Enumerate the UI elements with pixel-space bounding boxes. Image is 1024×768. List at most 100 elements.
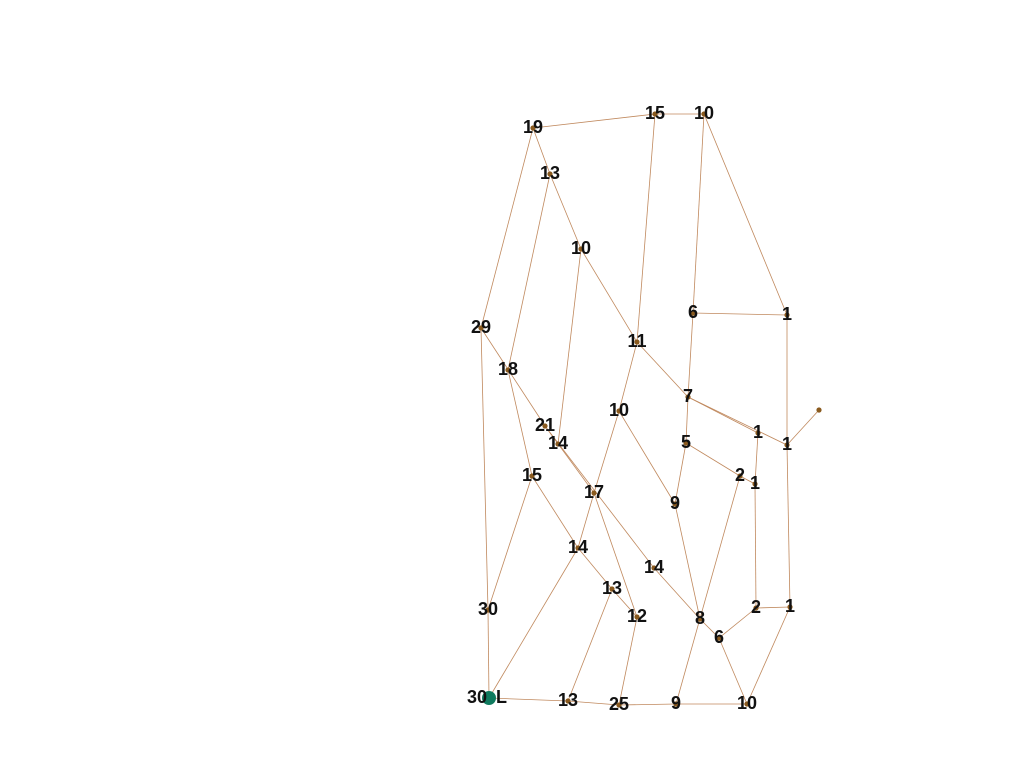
edge-n14b-depot [488, 547, 579, 699]
node-label: 17 [584, 482, 604, 502]
edge-n10b-n17 [593, 410, 620, 494]
node-dot [701, 111, 707, 117]
edge-n14b-n13b [577, 547, 613, 590]
edge-n2a-n1d [739, 475, 756, 485]
node-n1c: 1 [782, 434, 792, 454]
node-dot [752, 481, 758, 487]
node-dot [672, 501, 678, 507]
edge-n15b-n14b [531, 475, 579, 549]
edge-n5-n9a [674, 442, 687, 505]
node-dot [547, 171, 553, 177]
depot-label: 30 [467, 687, 487, 707]
node-dot [530, 125, 536, 131]
node-label: 30 [478, 599, 498, 619]
edge-n10top-n1a [703, 113, 788, 316]
node-n12: 12 [627, 606, 647, 626]
node-label: 10 [609, 400, 629, 420]
node-dot [697, 616, 703, 622]
edge-n29-n30 [480, 327, 489, 611]
node-dot [651, 565, 657, 571]
node-n29: 29 [471, 317, 491, 337]
node-dot [634, 614, 640, 620]
node-dot [616, 702, 622, 708]
node-n13c: 13 [558, 690, 578, 710]
node-n18: 18 [498, 359, 518, 379]
edge-n1d-n2b [754, 483, 757, 609]
edge-n25-n9b [618, 703, 677, 706]
node-label: 25 [609, 694, 629, 714]
node-dot [616, 408, 622, 414]
node-n25: 25 [609, 694, 629, 714]
edge-n1c-n1e [786, 444, 791, 608]
node-dot [673, 701, 679, 707]
node-n19a: 19 [523, 117, 543, 137]
node-label: 15 [522, 465, 542, 485]
node-dot [685, 394, 691, 400]
node-dot [716, 635, 722, 641]
edge-n12-n25 [618, 616, 638, 706]
node-label: 14 [644, 557, 664, 577]
node-dot [555, 441, 561, 447]
node-n13a: 13 [540, 163, 560, 183]
node-n10top: 10 [694, 103, 714, 123]
node-dot [575, 545, 581, 551]
node-label: 13 [540, 163, 560, 183]
node-n13b: 13 [602, 578, 622, 598]
node-dot [744, 701, 750, 707]
node-dot [578, 246, 584, 252]
node-n14c: 14 [644, 557, 664, 577]
edge-n13a-n10a [549, 173, 582, 250]
node-label: 7 [683, 386, 693, 406]
edge-n13b-n13c [567, 588, 613, 702]
node-nX [816, 407, 822, 413]
node-n8: 8 [695, 608, 705, 628]
edge-n9a-n8 [674, 503, 701, 620]
node-dot [690, 310, 696, 316]
node-n17: 17 [584, 482, 604, 502]
node-dot [737, 473, 743, 479]
edge-n2a-n9b [675, 475, 741, 705]
node-n2a: 2 [735, 465, 745, 485]
depot-suffix-label: L [496, 687, 507, 707]
edge-n29-n21 [480, 327, 546, 427]
edge-n8-n6b [699, 618, 720, 639]
node-label: 12 [627, 606, 647, 626]
node-label: 13 [602, 578, 622, 598]
edge-n6a-n7 [687, 312, 694, 398]
edge-n6b-n10c [718, 637, 748, 705]
node-label: 6 [714, 627, 724, 647]
edge-n13a-n18 [507, 173, 551, 371]
node-label: 11 [627, 331, 646, 351]
node-dot [784, 312, 790, 318]
edge-n30-depot [487, 609, 490, 699]
node-label: 14 [568, 537, 588, 557]
edge-n2b-n1e [755, 606, 791, 609]
node-label: 29 [471, 317, 491, 337]
node-label: 8 [695, 608, 705, 628]
edge-n21-n14c [544, 425, 655, 569]
node-label: 6 [688, 302, 698, 322]
node-dot [683, 440, 689, 446]
edge-n15top-n11 [636, 113, 656, 343]
node-n2b: 2 [751, 597, 761, 617]
node-label: 1 [750, 473, 760, 493]
node-label: 21 [535, 415, 555, 435]
edge-n1c-nX [786, 409, 820, 446]
node-n10b: 10 [609, 400, 629, 420]
edge-n10b-n9a [618, 410, 676, 505]
node-label: 9 [671, 693, 681, 713]
edge-n10a-n14a [557, 248, 582, 445]
edge-n5-n2a [685, 442, 741, 477]
node-n6b: 6 [714, 627, 724, 647]
node-dot [591, 490, 597, 496]
node-dot [542, 423, 548, 429]
node-n1a: 1 [782, 304, 792, 324]
node-label: 2 [735, 465, 745, 485]
node-dot [755, 430, 761, 436]
edge-n10a-n11 [580, 248, 638, 343]
node-n14a: 14 [548, 433, 568, 453]
node-n15b: 15 [522, 465, 542, 485]
node-n1b: 1 [753, 422, 763, 442]
